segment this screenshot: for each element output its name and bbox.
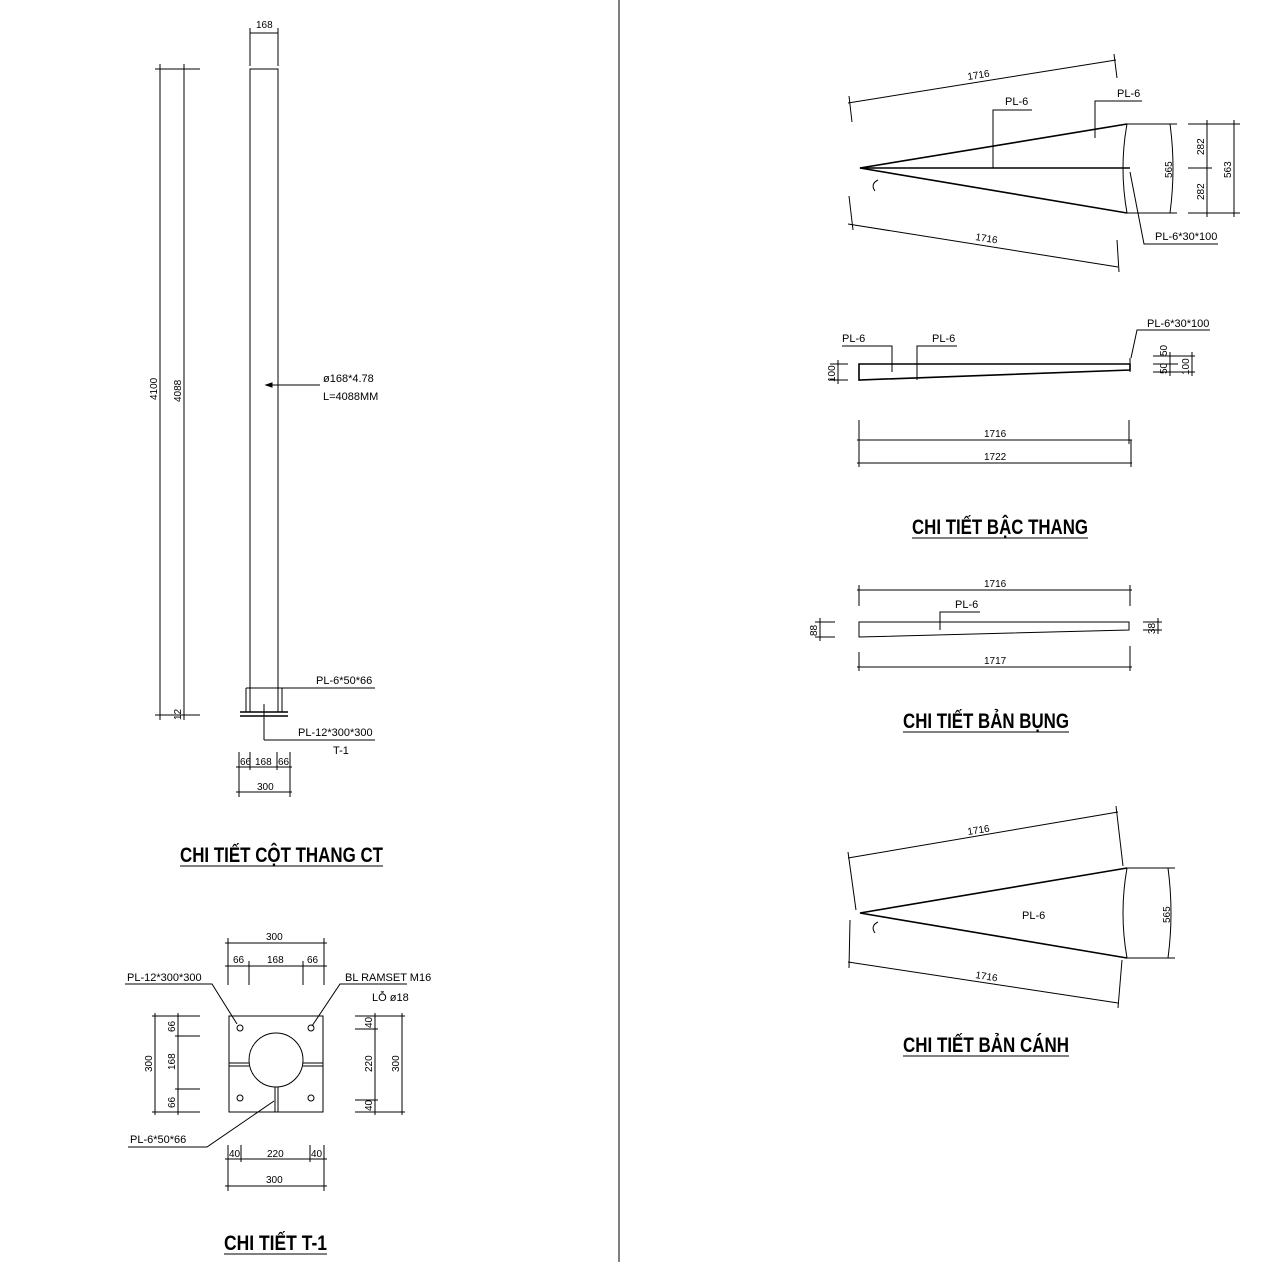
baseplate-ref: T-1 (333, 745, 349, 757)
column-dim-top: 168 (256, 20, 273, 31)
dim-text: 66 (307, 955, 319, 966)
flange-detail: PL-6 1716 1716 565 CHI TIẾT BẢN CÁNH (847, 805, 1175, 1057)
bolt-holes (236, 1024, 315, 1102)
dim-text: 300 (266, 1175, 283, 1186)
dim-text: 40 (364, 1016, 375, 1028)
column-dim-total: 4100 (149, 377, 160, 400)
dim-text: 300 (144, 1055, 155, 1072)
web-title: CHI TIẾT BẢN BỤNG (903, 710, 1069, 733)
column-title: CHI TIẾT CỘT THANG CT (180, 843, 383, 867)
dim-text: 1716 (975, 970, 999, 984)
t1-plate-label: PL-12*300*300 (127, 972, 202, 984)
dim-text: 565 (1162, 906, 1173, 923)
web-detail: 1716 PL-6 88 38 1717 CHI TIẾT BẢN BỤNG (809, 579, 1162, 733)
dim-text: 66 (233, 955, 245, 966)
column-detail: 168 4100 4088 12 ø168*4.78 L=4088MM PL-6… (149, 20, 383, 867)
baseplate-label: PL-12*300*300 (298, 727, 373, 739)
step-section-label-1: PL-6 (842, 333, 865, 345)
dim-text: 1716 (967, 69, 991, 83)
dim-text: 1716 (967, 824, 991, 838)
dim-text: 168 (267, 955, 284, 966)
t1-hole-label: LỖ ø18 (372, 991, 409, 1004)
flange-label: PL-6 (1022, 910, 1045, 922)
dim-text: 1716 (984, 429, 1007, 440)
step-plan-flange-label: PL-6 (1117, 88, 1140, 100)
dim-text: 300 (391, 1055, 402, 1072)
step-title: CHI TIẾT BẬC THANG (912, 515, 1088, 539)
dim-text: 66 (278, 757, 290, 768)
t1-bolt-label: BL RAMSET M16 (345, 972, 431, 984)
t1-title: CHI TIẾT T-1 (224, 1232, 327, 1255)
dim-text: 168 (255, 757, 272, 768)
t1-stiffener-label: PL-6*50*66 (130, 1134, 186, 1146)
stiffener-label: PL-6*50*66 (316, 675, 372, 687)
dim-text: 300 (257, 782, 274, 793)
step-plan: 1716 1716 PL-6 PL-6 PL-6*30*100 565 282 … (847, 53, 1240, 273)
dim-text: 563 (1223, 161, 1234, 178)
dim-text: 88 (809, 624, 820, 636)
dim-text: 66 (167, 1096, 178, 1108)
dim-text: 40 (364, 1099, 375, 1111)
dim-text: 300 (266, 932, 283, 943)
flange-title: CHI TIẾT BẢN CÁNH (903, 1034, 1069, 1057)
t1-detail: 300 66 168 66 300 66 168 66 40 220 40 30… (125, 932, 431, 1255)
pipe-length: L=4088MM (323, 391, 378, 403)
dim-text: 40 (229, 1149, 241, 1160)
dim-text: 1716 (975, 232, 999, 246)
pipe-circle (248, 1032, 304, 1088)
dim-text: 282 (1196, 138, 1207, 155)
dim-text: 66 (167, 1020, 178, 1032)
dim-text: 50 (1159, 362, 1170, 374)
dim-text: 220 (267, 1149, 284, 1160)
step-section-label-2: PL-6 (932, 333, 955, 345)
dim-text: 565 (1164, 161, 1175, 178)
base-plate (228, 1015, 324, 1113)
pipe-label: ø168*4.78 (323, 373, 374, 385)
column-dim-pipe: 4088 (173, 379, 184, 402)
step-section-end-label: PL-6*30*100 (1147, 318, 1209, 330)
column-dim-base: 12 (173, 708, 184, 720)
dim-text: 100 (827, 365, 838, 382)
step-plan-web-label: PL-6 (1005, 96, 1028, 108)
dim-text: 50 (1159, 344, 1170, 356)
dim-text: 1717 (984, 656, 1007, 667)
dim-text: 220 (364, 1055, 375, 1072)
web-label: PL-6 (955, 599, 978, 611)
dim-text: 40 (311, 1149, 323, 1160)
step-section: PL-6 PL-6 PL-6*30*100 100 50 50 100 1716… (827, 318, 1210, 539)
dim-text: 168 (167, 1053, 178, 1070)
dim-text: 66 (240, 757, 252, 768)
dim-text: 1716 (984, 579, 1007, 590)
dim-text: 282 (1196, 183, 1207, 200)
step-plan-end-label: PL-6*30*100 (1155, 231, 1217, 243)
dim-text: 100 (1181, 358, 1192, 375)
dim-text: 1722 (984, 452, 1007, 463)
dim-text: 38 (1147, 622, 1158, 634)
column-pipe (249, 68, 279, 713)
